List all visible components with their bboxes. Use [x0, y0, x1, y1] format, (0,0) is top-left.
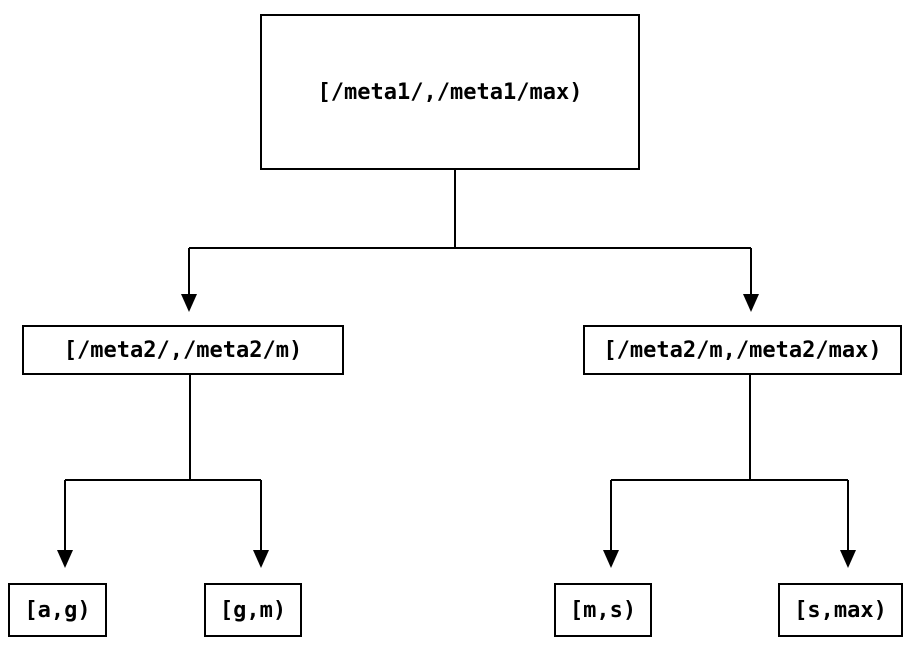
arrowhead-to-leaf-ms [603, 550, 619, 568]
arrowhead-to-leaf-ag [57, 550, 73, 568]
node-left-child-interval: [/meta2/,/meta2/m) [22, 325, 344, 375]
node-leaf-m-s: [m,s) [554, 583, 652, 637]
arrowhead-to-leaf-gm [253, 550, 269, 568]
node-right-child-label: [/meta2/m,/meta2/max) [603, 337, 882, 363]
node-leaf-m-s-label: [m,s) [569, 597, 637, 623]
arrowhead-to-leaf-smax [840, 550, 856, 568]
node-leaf-a-g: [a,g) [8, 583, 107, 637]
connector-left-child-to-leaves [64, 375, 262, 550]
arrowhead-to-right-child [743, 294, 759, 312]
node-leaf-s-max-label: [s,max) [794, 597, 887, 623]
connector-right-child-to-leaves [610, 375, 849, 550]
node-root-label: [/meta1/,/meta1/max) [317, 79, 583, 105]
node-right-child-interval: [/meta2/m,/meta2/max) [583, 325, 902, 375]
node-leaf-a-g-label: [a,g) [24, 597, 91, 623]
node-leaf-g-m: [g,m) [204, 583, 302, 637]
node-leaf-s-max: [s,max) [778, 583, 903, 637]
connector-root-to-children [188, 170, 752, 294]
node-leaf-g-m-label: [g,m) [219, 597, 287, 623]
arrowhead-to-left-child [181, 294, 197, 312]
node-left-child-label: [/meta2/,/meta2/m) [63, 337, 303, 363]
node-root-interval: [/meta1/,/meta1/max) [260, 14, 640, 170]
